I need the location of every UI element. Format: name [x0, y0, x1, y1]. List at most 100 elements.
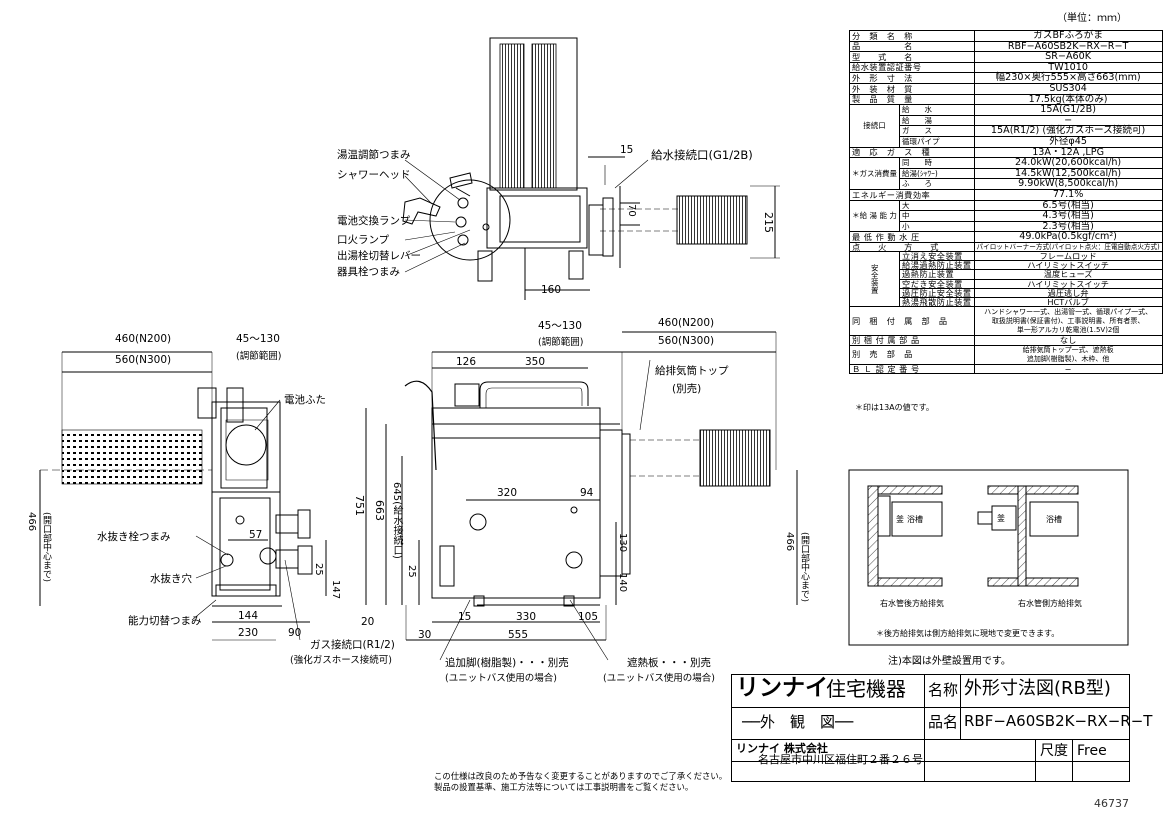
spec-value: SUS304: [973, 82, 1163, 95]
spec-label: 外 形 寸 法: [849, 72, 975, 84]
scale-label: 尺度: [1040, 743, 1068, 759]
bl-label: Ｂ Ｌ 認 定 番 号: [849, 363, 975, 374]
spec-value: RBF−A60SB2K−RX−R−T: [973, 40, 1163, 53]
capacity-label: ＊給 湯 能 力: [849, 199, 900, 233]
capacity-sub: 中: [899, 210, 975, 222]
pressure-label: 最 低 作 動 水 圧: [849, 231, 975, 243]
install-right-bath: 浴槽: [1046, 515, 1062, 524]
dim-751: 751: [353, 495, 366, 516]
dim-25-front: 25: [406, 565, 417, 578]
safety-label: 過熱防止装置: [899, 269, 975, 280]
front-view: [365, 331, 798, 641]
product-label: 品名: [928, 713, 959, 731]
dim-147: 147: [330, 580, 341, 600]
dim-range-front: 45〜130: [538, 320, 582, 332]
dim-320: 320: [497, 487, 518, 499]
unit-note: （単位：ｍｍ）: [1057, 13, 1127, 24]
address: 名古屋市中川区福住町２番２６号: [758, 753, 923, 766]
dim-25: 25: [313, 563, 324, 576]
capacity-value: 6.5号(相当): [973, 199, 1163, 212]
efficiency-value: 77.1%: [973, 188, 1163, 201]
sold-separately-line: 給排気筒トップ一式、遮熱板: [1022, 345, 1114, 354]
install-left-bath: 浴槽: [907, 515, 923, 524]
dim-140: 140: [617, 573, 628, 593]
install-left-caption: 右水管後方給排気: [880, 599, 944, 608]
dim-466-left: 466: [26, 512, 37, 532]
doc-number: 46737: [1094, 797, 1129, 810]
label-open-center-right: (開口部中心まで): [799, 532, 809, 603]
scale-value: Free: [1077, 743, 1107, 759]
spec-value: SR−A60K: [973, 51, 1163, 63]
technical-drawing: [39, 37, 1129, 661]
dim-15: 15: [620, 144, 634, 156]
spec-row: Ｂ Ｌ 認 定 番 号−: [849, 363, 1163, 374]
gas-consumption-sub: 同 時: [899, 157, 975, 169]
install-right-caption: 右水管側方給排気: [1018, 599, 1082, 608]
safety-value: 温度ヒューズ: [973, 269, 1163, 280]
dim-663: 663: [373, 500, 386, 521]
label-battery-cover: 電池ふた: [284, 394, 326, 406]
dim-466-right: 466: [784, 532, 795, 552]
label-adjust-range-left: (調節範囲): [236, 351, 282, 362]
connection-sub: 給 湯: [899, 114, 975, 127]
dim-215: 215: [762, 212, 775, 233]
label-pilot-lamp: 口火ランプ: [337, 234, 390, 246]
leader-lines: [191, 159, 651, 661]
spec-label: 分 類 名 称: [849, 30, 975, 42]
dim-350: 350: [525, 356, 546, 368]
spec-label: 給水装置認証番号: [849, 61, 975, 74]
connection-value: 15A(G1/2B): [973, 104, 1163, 116]
safety-label: 空だき安全装置: [899, 278, 975, 289]
gas-consumption-sub: ふ ろ: [899, 178, 975, 190]
dim-126: 126: [456, 356, 477, 368]
dim-n300-left: 560(N300): [115, 354, 172, 366]
install-diagram: [848, 469, 1129, 646]
spec-value: 17.5kg(本体のみ): [973, 93, 1163, 106]
accessories-line: 単一形アルカリ乾電池(1.5V)2個: [1016, 325, 1120, 334]
label-outlet-lever: 出湯栓切替レバー: [337, 250, 421, 262]
dim-15-front: 15: [458, 611, 472, 623]
spec-row: 外 形 寸 法幅230×奥行555×高さ663(mm): [849, 72, 1163, 84]
product-value: RBF−A60SB2K−RX−R−T: [964, 712, 1153, 730]
dim-330: 330: [516, 611, 537, 623]
gas-type-label: 適 応 ガ ス 種: [849, 146, 975, 159]
label-water-inlet: 給水接続口(G1/2B): [651, 148, 753, 162]
gas-consumption-value: 14.5kW(12,500kcal/h): [973, 167, 1163, 180]
dim-144: 144: [238, 610, 259, 622]
pressure-value: 49.0kPa(0.5kgf/cm²): [973, 231, 1163, 243]
dim-160: 160: [541, 284, 562, 296]
capacity-value: 2.3号(相当): [973, 220, 1163, 233]
install-note: ＊後方給排気は側方給排気に現地で変更できます。: [876, 629, 1060, 638]
title-block: リンナイ 住宅機器 ──外 観 図── 名称 外形寸法図(RB型) 品名 RBF…: [731, 674, 1152, 782]
name-label: 名称: [928, 681, 959, 699]
company: リンナイ 株式会社: [736, 742, 828, 755]
capacity-sub: 小: [899, 220, 975, 233]
name-value: 外形寸法図(RB型): [964, 678, 1111, 699]
label-drain-hole: 水抜き穴: [150, 573, 192, 585]
gas-consumption-sub: 給湯(ｼｬﾜｰ): [899, 167, 975, 180]
sold-separately-value: 給排気筒トップ一式、遮熱板追加脚(樹脂製)、木枠、他: [973, 344, 1163, 365]
efficiency-label: エネルギー消費効率: [849, 188, 975, 201]
sold-separately-line: 追加脚(樹脂製)、木枠、他: [1026, 354, 1110, 363]
dim-230: 230: [238, 627, 259, 639]
gas-consumption-value: 24.0kW(20,600kcal/h): [973, 157, 1163, 169]
dim-20: 20: [361, 616, 375, 628]
spec-footnote: ＊印は13Aの値です。: [855, 403, 934, 412]
spec-row: 点 火 方 式パイロットバーナー方式(パイロット点火：圧電自動点火方式): [849, 241, 1163, 253]
footer-line-2: 製品の設置基準、施工方法等については工事説明書をご覧ください。: [434, 782, 694, 792]
label-gas-inlet: ガス接続口(R1/2): [310, 639, 395, 651]
spec-row: 同 梱 付 属 部 品ハンドシャワー一式、出湯管一式、循環パイプ一式、取扱説明書…: [849, 306, 1163, 337]
spec-row: 別 梱 付 属 部 品なし: [849, 335, 1163, 346]
connection-sub: ガ ス: [899, 125, 975, 137]
spec-label: 外 装 材 質: [849, 82, 975, 95]
dim-90: 90: [288, 627, 302, 639]
dim-105: 105: [578, 611, 599, 623]
bl-value: −: [973, 363, 1163, 374]
separate-label: 別 梱 付 属 部 品: [849, 335, 975, 346]
spec-value: ガスBFふろがま: [973, 30, 1163, 42]
sold-separately-label: 別 売 部 品: [849, 344, 975, 365]
accessories-line: 取扱説明書(保証書付)、工事説明書、所有者票、: [991, 316, 1145, 325]
